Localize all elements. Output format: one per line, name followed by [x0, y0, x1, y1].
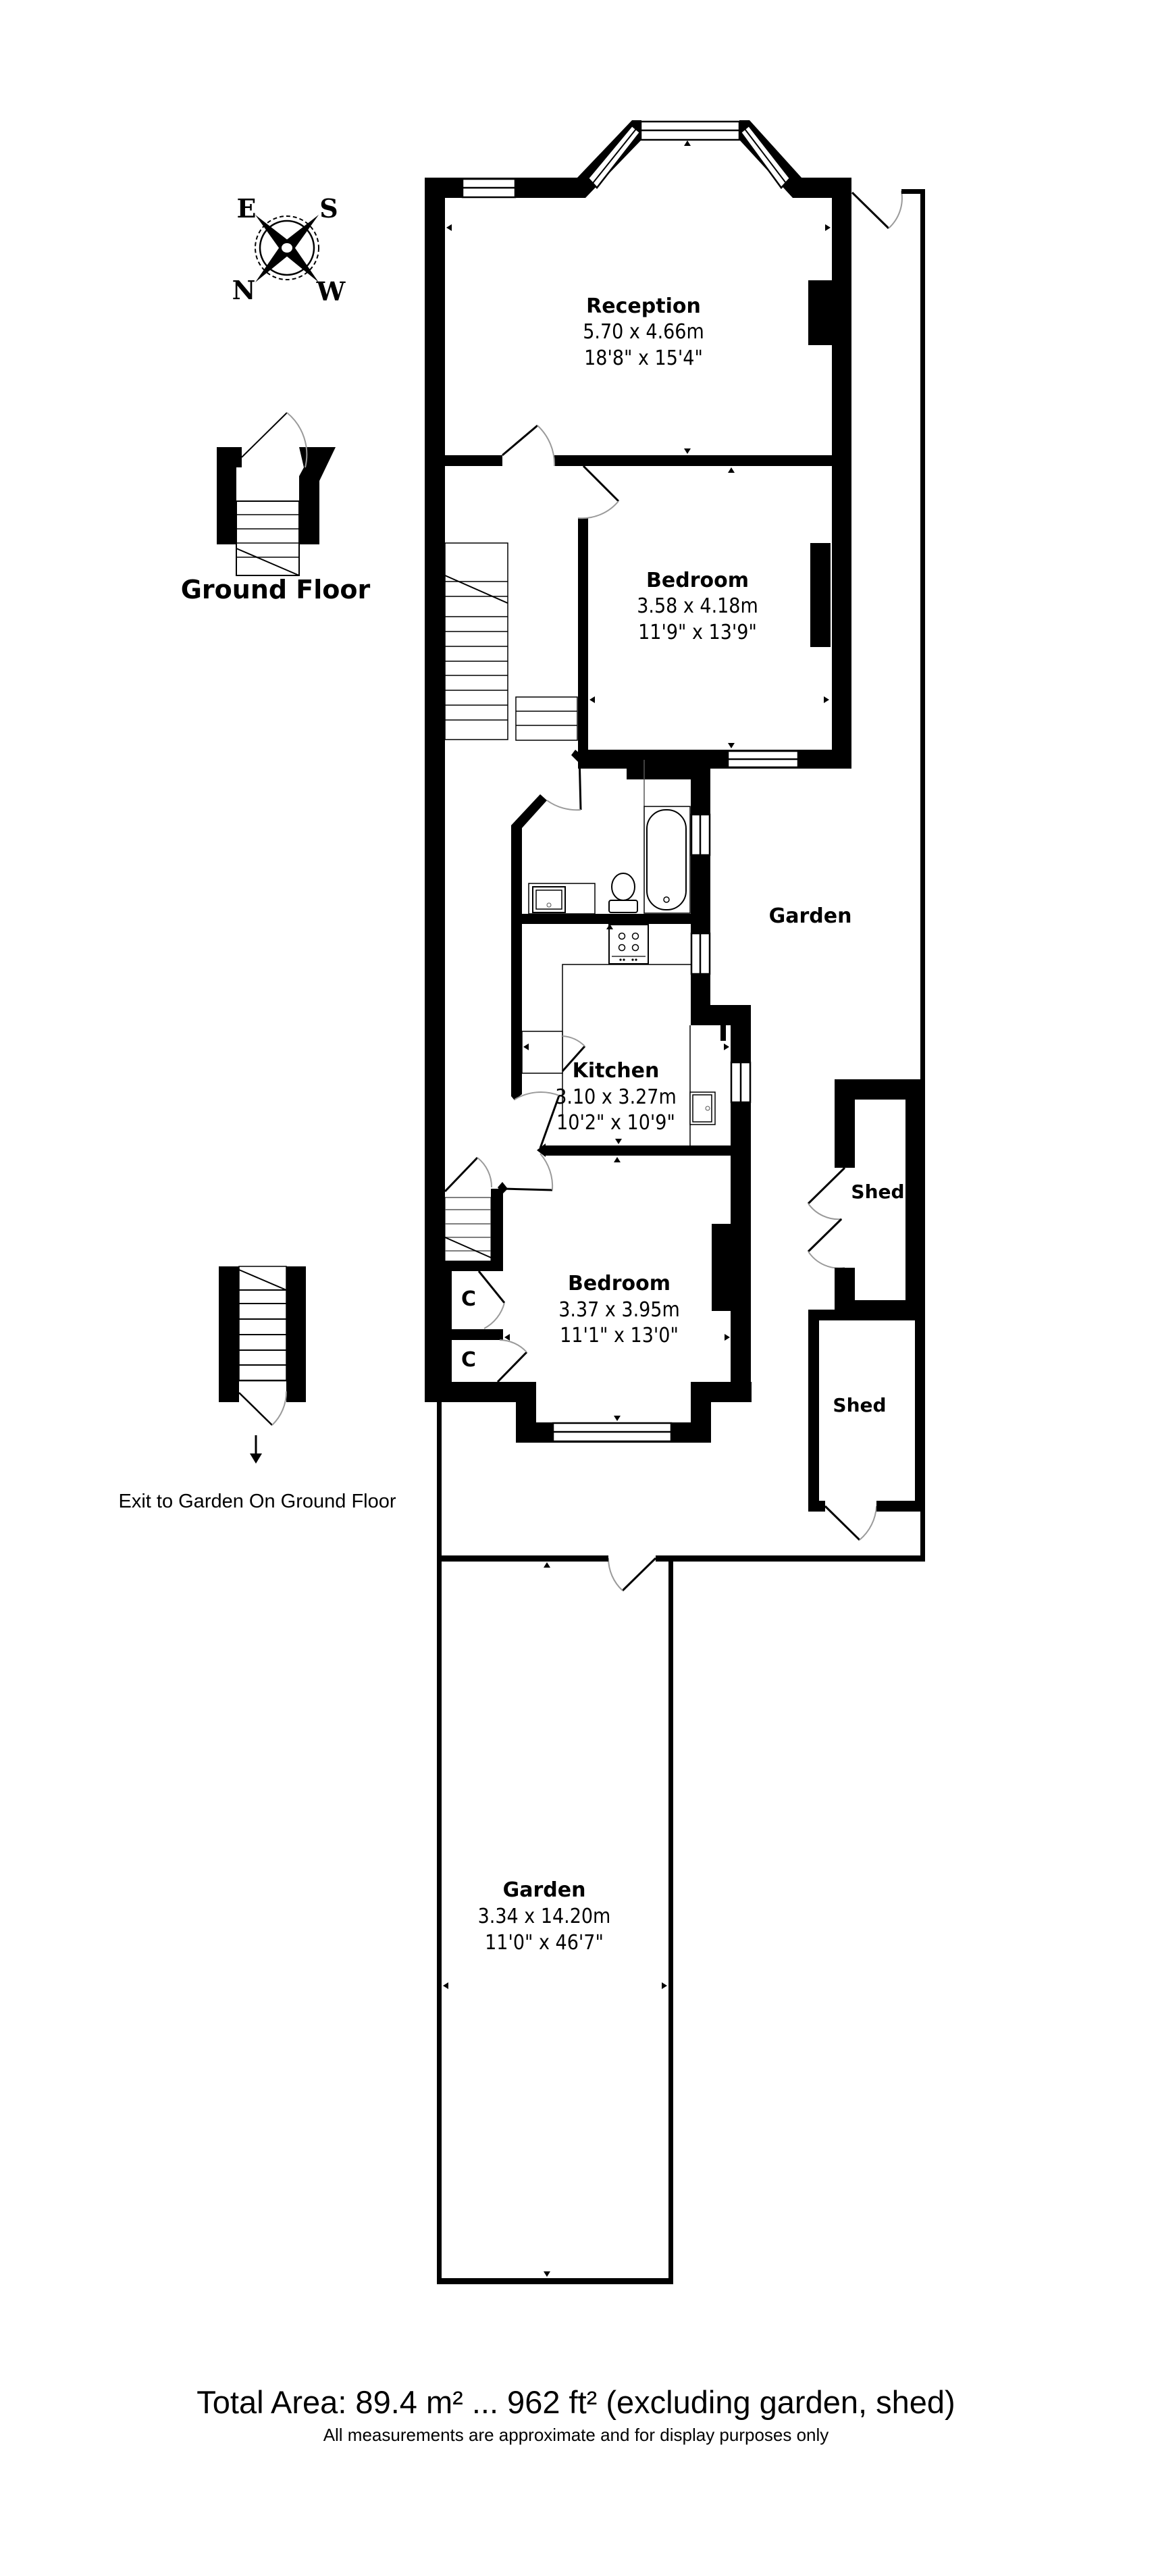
- room-kitchen: Kitchen 3.10 x 3.27m 10'2" x 10'9": [555, 1059, 677, 1135]
- room-metric: 3.34 x 14.20m: [478, 1905, 611, 1928]
- main-stairs: [444, 542, 578, 741]
- total-area: Total Area: 89.4 m² ... 962 ft² (excludi…: [196, 2384, 955, 2420]
- room-name: Kitchen: [573, 1059, 660, 1083]
- closet-label: C: [461, 1348, 476, 1372]
- interior-fixtures: [444, 542, 716, 1262]
- floor-label: Ground Floor: [181, 575, 371, 604]
- bathtub-icon: [643, 806, 691, 914]
- compass-north-label: N: [232, 275, 256, 305]
- room-reception: Reception 5.70 x 4.66m 18'8" x 15'4": [583, 294, 704, 370]
- room-imperial: 18'8" x 15'4": [584, 346, 703, 370]
- hob-icon: [608, 924, 649, 964]
- room-imperial: 11'9" x 13'9": [638, 621, 757, 644]
- exit-arrow-icon: [250, 1453, 262, 1464]
- exit-stairs-icon: Exit to Garden On Ground Floor: [118, 1266, 396, 1512]
- entry-stairs-icon: Ground Floor: [181, 412, 371, 604]
- room-name: Garden: [503, 1878, 586, 1902]
- kitchen-sink-icon: [689, 1091, 716, 1125]
- compass-west-label: W: [316, 276, 346, 307]
- room-imperial: 10'2" x 10'9": [556, 1111, 675, 1135]
- room-metric: 5.70 x 4.66m: [583, 320, 704, 344]
- room-imperial: 11'1" x 13'0": [560, 1324, 679, 1347]
- shed-label: Shed: [833, 1394, 886, 1416]
- exit-label: Exit to Garden On Ground Floor: [118, 1491, 396, 1512]
- compass-east-label: E: [237, 193, 257, 224]
- room-name: Bedroom: [646, 569, 749, 592]
- compass-south-label: S: [319, 193, 338, 224]
- shed-label: Shed: [851, 1181, 904, 1203]
- room-metric: 3.58 x 4.18m: [637, 594, 758, 618]
- side-garden-label: Garden: [769, 904, 852, 928]
- dimension-markers: [443, 140, 831, 2277]
- room-rear-garden: Garden 3.34 x 14.20m 11'0" x 46'7": [478, 1878, 611, 1955]
- room-bedroom-1: Bedroom 3.58 x 4.18m 11'9" x 13'9": [637, 569, 758, 644]
- room-name: Reception: [586, 294, 701, 318]
- lower-stairs: [444, 1197, 492, 1262]
- room-bedroom-2: Bedroom 3.37 x 3.95m 11'1" x 13'0": [558, 1272, 680, 1347]
- sheds: [808, 1079, 925, 1512]
- garden-boundaries: [437, 189, 925, 2284]
- doors: [444, 190, 903, 1592]
- compass-icon: E S N W: [232, 193, 346, 307]
- room-metric: 3.10 x 3.27m: [555, 1085, 677, 1109]
- room-name: Bedroom: [568, 1272, 671, 1295]
- room-imperial: 11'0" x 46'7": [485, 1931, 604, 1955]
- closet-label: C: [461, 1287, 476, 1311]
- bathroom-sink-icon: [528, 883, 596, 915]
- room-metric: 3.37 x 3.95m: [558, 1298, 680, 1322]
- toilet-icon: [608, 873, 638, 913]
- disclaimer: All measurements are approximate and for…: [323, 2425, 829, 2445]
- building-walls: [425, 120, 851, 1443]
